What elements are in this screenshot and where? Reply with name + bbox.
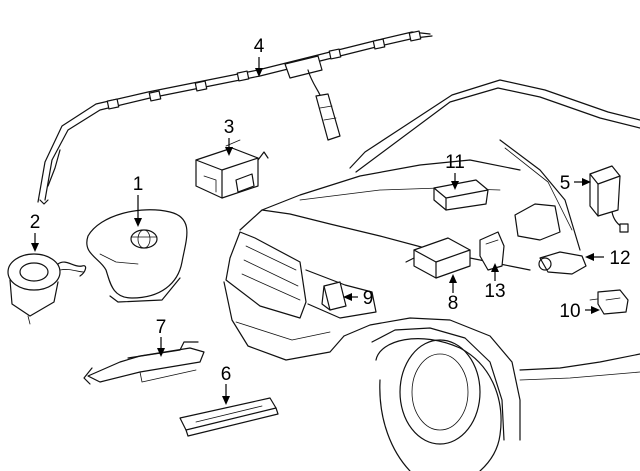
callout-8: 8: [448, 293, 459, 314]
callout-10: 10: [559, 301, 580, 322]
callout-leaders: [31, 57, 604, 405]
steering-wheel-airbag-part: [86, 209, 188, 303]
callout-9: 9: [363, 288, 374, 309]
callout-2: 2: [30, 212, 41, 233]
sensor-part-10: [597, 289, 629, 315]
callout-5: 5: [560, 173, 571, 194]
callout-1: 1: [133, 174, 144, 195]
callout-13: 13: [484, 281, 505, 302]
callout-6: 6: [221, 364, 232, 385]
callout-11: 11: [445, 152, 465, 173]
callout-12: 12: [609, 248, 630, 269]
callout-labels: 4 3 1 2 11 5 12 13 8 9 10 7 6: [30, 36, 631, 385]
curtain-airbag-part: [37, 30, 433, 205]
seat-airbag-part: [589, 165, 629, 233]
sensor-part-12: [538, 251, 587, 275]
front-sensor-part: [321, 281, 347, 311]
knee-airbag-part: [83, 341, 205, 385]
spiral-cable-part: [7, 253, 87, 325]
callout-3: 3: [224, 117, 235, 138]
center-airbag-sensor-part: [405, 237, 471, 279]
callout-7: 7: [156, 317, 167, 338]
callout-4: 4: [254, 36, 265, 57]
side-airbag-part: [179, 397, 279, 437]
sensor-part-11: [433, 179, 489, 211]
bracket-part-13: [479, 231, 505, 271]
